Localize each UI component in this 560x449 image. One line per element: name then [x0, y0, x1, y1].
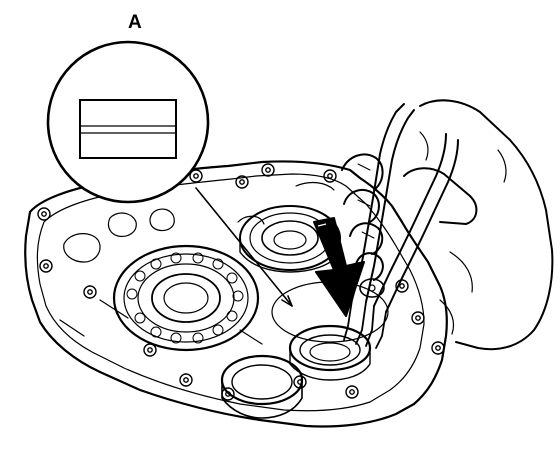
snap-ring-pliers	[343, 103, 459, 349]
lower-bearing-bore	[220, 354, 304, 419]
transmission-housing	[24, 160, 448, 428]
technician-hand	[341, 99, 554, 351]
left-ball-bearing	[112, 244, 260, 352]
bearing-bore-target	[271, 281, 389, 381]
snap-ring-detail	[79, 99, 177, 159]
installation-direction-arrow	[313, 217, 365, 317]
callout-label-a: A	[128, 12, 142, 33]
detail-callout-a	[46, 40, 293, 307]
